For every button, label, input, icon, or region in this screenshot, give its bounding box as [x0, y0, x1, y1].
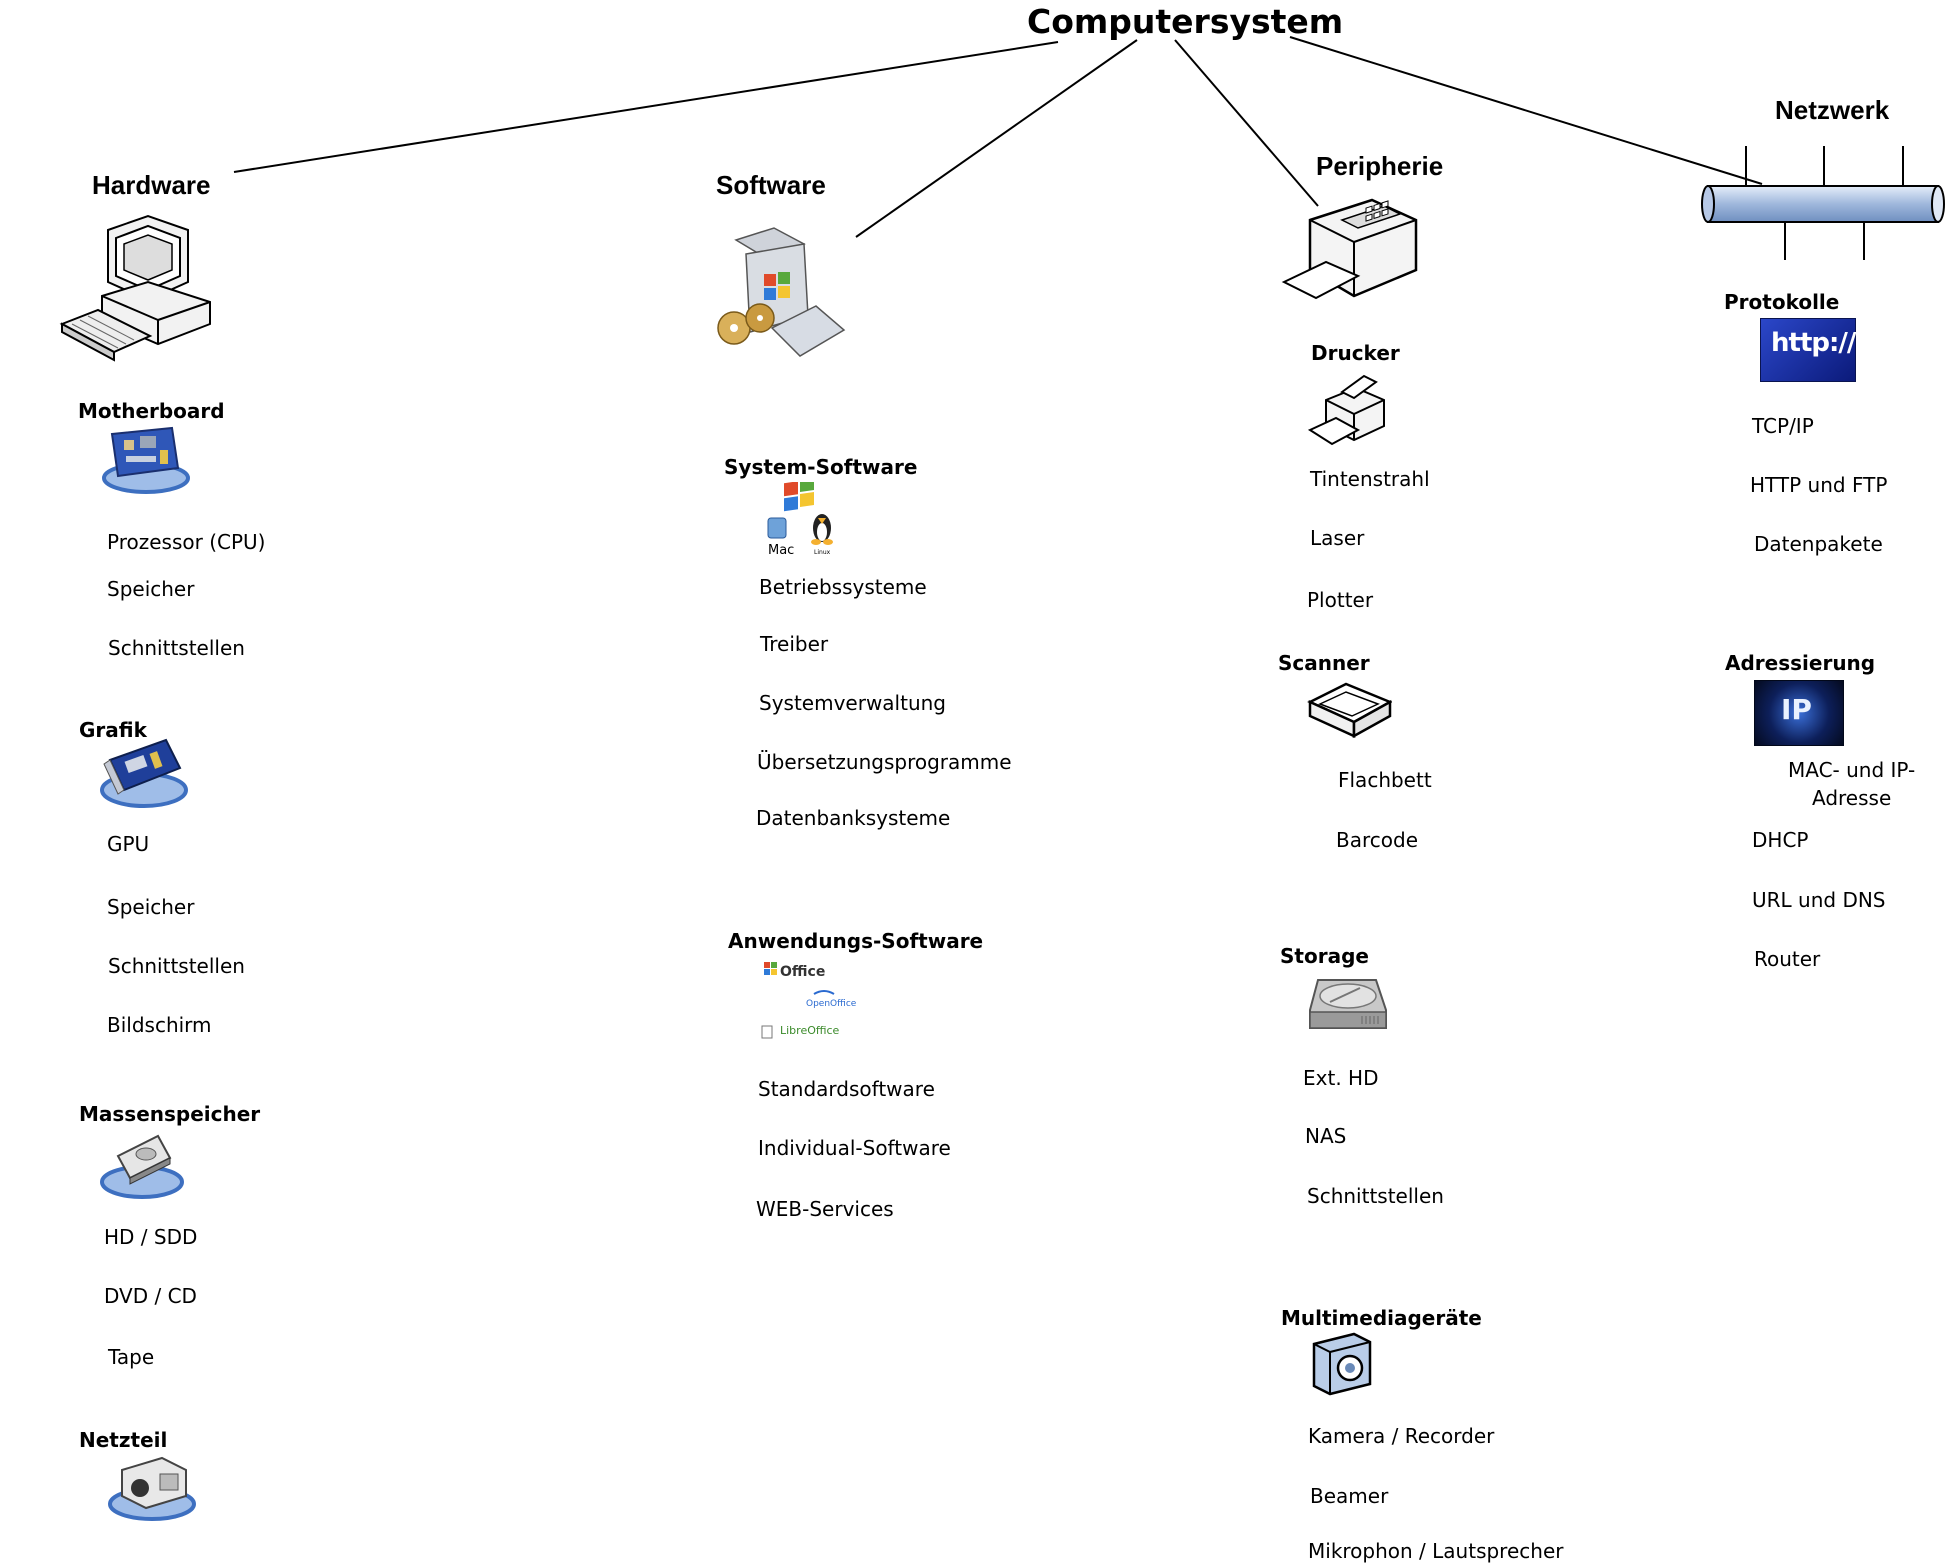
- list-item: HTTP und FTP: [1750, 473, 1888, 497]
- camera-icon: [1312, 1332, 1372, 1396]
- edge-netzwerk: [1289, 36, 1763, 185]
- edge-software: [855, 39, 1138, 238]
- root-title: Computersystem: [1027, 2, 1344, 41]
- openoffice-logo-label: OpenOffice: [806, 999, 857, 1009]
- printer-icon: [1307, 374, 1385, 446]
- list-item: Router: [1754, 947, 1821, 971]
- list-item: Laser: [1310, 526, 1365, 550]
- peripherie-group-title: Multimediageräte: [1281, 1306, 1482, 1330]
- os-logos-icon: Mac Linux: [767, 482, 833, 558]
- list-item: Schnittstellen: [108, 954, 245, 978]
- list-item: Flachbett: [1338, 768, 1432, 792]
- list-item: Prozessor (CPU): [107, 530, 266, 554]
- http-badge-label: http://: [1771, 328, 1856, 358]
- list-item: Betriebssysteme: [759, 575, 927, 599]
- list-item: Speicher: [107, 895, 195, 919]
- list-item: DVD / CD: [104, 1284, 197, 1308]
- list-item: NAS: [1305, 1124, 1347, 1148]
- list-item: Übersetzungsprogramme: [757, 750, 1012, 774]
- list-item: WEB-Services: [756, 1197, 894, 1221]
- computer-icon: [59, 214, 211, 362]
- hardware-group-title: Motherboard: [78, 399, 225, 423]
- peripherie-group-title: Scanner: [1278, 651, 1370, 675]
- network-bus-icon: [1701, 146, 1945, 260]
- hardware-group-title: Grafik: [79, 718, 147, 742]
- mac-logo-label: Mac: [768, 543, 794, 558]
- list-item: Individual-Software: [758, 1136, 951, 1160]
- ip-badge-icon: IP: [1754, 680, 1844, 746]
- list-item: Kamera / Recorder: [1308, 1424, 1495, 1448]
- list-item: Systemverwaltung: [759, 691, 947, 715]
- hardware-title: Hardware: [92, 170, 211, 200]
- list-item: DHCP: [1752, 828, 1809, 852]
- list-item: Ext. HD: [1303, 1066, 1379, 1090]
- http-badge-icon: http://: [1760, 318, 1856, 382]
- peripherie-title: Peripherie: [1316, 151, 1444, 181]
- list-item: Beamer: [1310, 1484, 1389, 1508]
- list-item: Speicher: [107, 577, 195, 601]
- list-item: Plotter: [1307, 588, 1374, 612]
- edge-hardware: [233, 41, 1059, 173]
- list-item: Schnittstellen: [1307, 1184, 1444, 1208]
- hardware-group-title: Netzteil: [79, 1428, 168, 1452]
- software-group-title: System-Software: [724, 455, 918, 479]
- hardware-group-title: Massenspeicher: [79, 1102, 261, 1126]
- netzwerk-group-title: Protokolle: [1724, 290, 1840, 314]
- list-item: Tape: [108, 1345, 155, 1369]
- list-item: HD / SDD: [104, 1225, 198, 1249]
- list-item: Standardsoftware: [758, 1077, 935, 1101]
- software-install-icon: [717, 227, 846, 357]
- list-item: GPU: [107, 832, 150, 856]
- peripherie-group-title: Storage: [1280, 944, 1369, 968]
- list-item: Datenpakete: [1754, 532, 1883, 556]
- hard-disk-icon: [100, 1134, 184, 1199]
- graphics-card-icon: [100, 738, 188, 808]
- office-logo-label: Office: [780, 964, 825, 980]
- software-title: Software: [716, 170, 826, 200]
- netzwerk-group-title: Adressierung: [1725, 651, 1876, 675]
- scanner-icon: [1307, 682, 1392, 739]
- netzwerk-title: Netzwerk: [1775, 95, 1890, 125]
- list-item: MAC- und IP- Adresse: [1788, 758, 1916, 810]
- list-item: Barcode: [1336, 828, 1418, 852]
- external-drive-icon: [1309, 979, 1387, 1029]
- power-supply-icon: [108, 1456, 196, 1521]
- list-item: Mikrophon / Lautsprecher: [1308, 1539, 1564, 1563]
- ip-badge-label: IP: [1781, 693, 1812, 726]
- office-suites-icon: Office OpenOffice LibreOffice: [761, 962, 857, 1039]
- list-item: Bildschirm: [107, 1013, 212, 1037]
- libreoffice-logo-label: LibreOffice: [780, 1024, 840, 1037]
- motherboard-icon: [102, 426, 190, 494]
- edge-peripherie: [1174, 39, 1319, 207]
- list-item: Tintenstrahl: [1310, 467, 1430, 491]
- list-item: Schnittstellen: [108, 636, 245, 660]
- list-item: Datenbanksysteme: [756, 806, 951, 830]
- software-group-title: Anwendungs-Software: [728, 929, 984, 953]
- list-item: Treiber: [760, 632, 829, 656]
- peripherie-group-title: Drucker: [1311, 341, 1400, 365]
- fax-machine-icon: [1281, 198, 1418, 300]
- linux-logo-label: Linux: [814, 549, 831, 556]
- list-item: URL und DNS: [1752, 888, 1886, 912]
- list-item: TCP/IP: [1752, 414, 1814, 438]
